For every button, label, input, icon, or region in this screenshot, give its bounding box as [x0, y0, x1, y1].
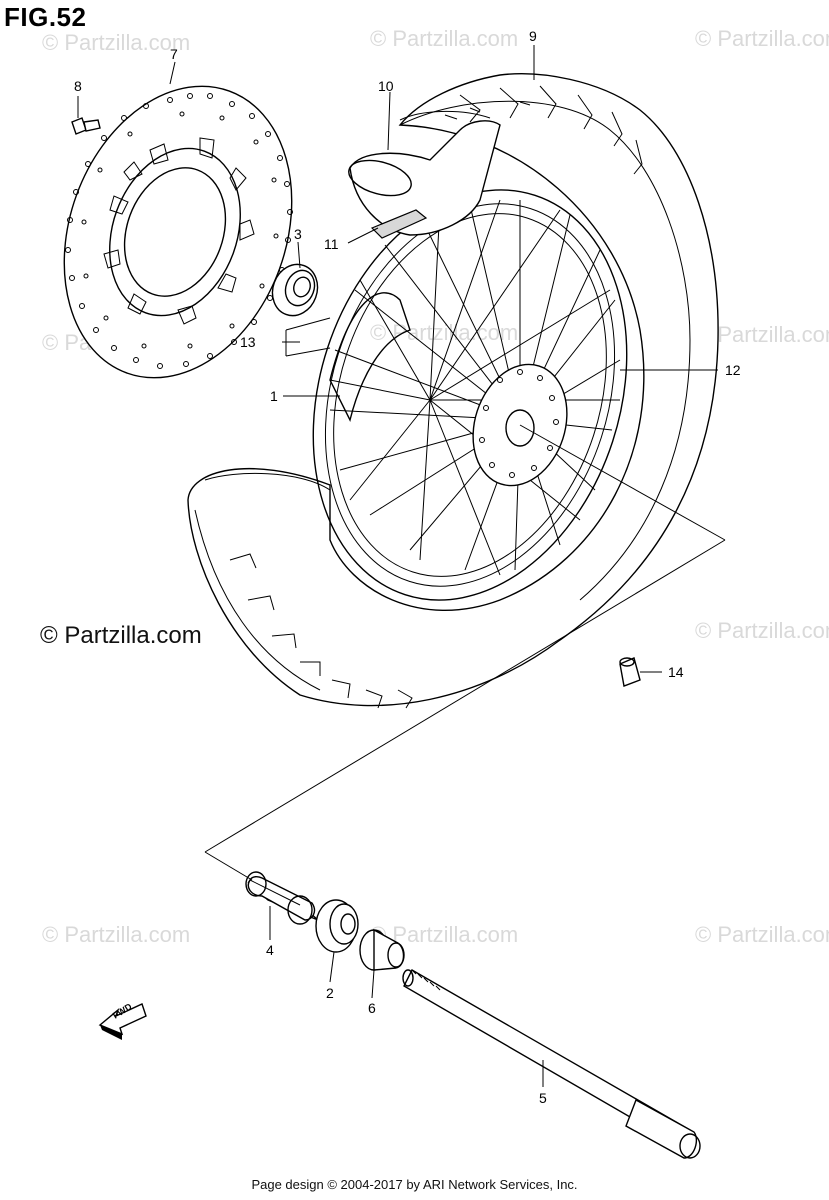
valve-cap-part-14[interactable] [619, 657, 641, 687]
tire-part-9[interactable] [187, 73, 719, 709]
spokes-part-13[interactable] [329, 199, 621, 576]
axle-part-5[interactable] [402, 969, 701, 1159]
watermark: © Partzilla.com [370, 320, 519, 345]
spacer-part-4[interactable] [245, 871, 319, 925]
callout-8[interactable]: 8 [74, 78, 82, 94]
callout-13[interactable]: 13 [240, 334, 256, 350]
bolt-part-8[interactable] [71, 117, 101, 135]
tube-part-10[interactable] [345, 111, 501, 236]
watermark: © Partzilla.com [695, 922, 829, 947]
page-footer: Page design © 2004-2017 by ARI Network S… [251, 1177, 578, 1192]
watermark: © Partzilla.com [695, 618, 829, 643]
callout-6[interactable]: 6 [368, 1000, 376, 1016]
callout-10[interactable]: 10 [378, 78, 394, 94]
figure-title: FIG.52 [4, 2, 87, 32]
bearing-part-2[interactable] [315, 899, 359, 953]
forward-direction-arrow-icon [98, 1003, 147, 1040]
callout-7[interactable]: 7 [170, 46, 178, 62]
watermark: © Partzilla.com [370, 26, 519, 51]
watermark: © Partzilla.com [695, 26, 829, 51]
leader-lines [77, 45, 726, 1087]
callout-12[interactable]: 12 [725, 362, 741, 378]
bearing-part-3[interactable] [265, 258, 324, 322]
callout-2[interactable]: 2 [326, 985, 334, 1001]
rim-band-part-11[interactable] [370, 209, 428, 239]
callout-11[interactable]: 11 [324, 236, 339, 252]
callout-5[interactable]: 5 [539, 1090, 547, 1106]
collar-part-6[interactable] [359, 928, 405, 971]
brake-disc-part-7[interactable] [25, 54, 331, 410]
callout-4[interactable]: 4 [266, 942, 274, 958]
callout-14[interactable]: 14 [668, 664, 684, 680]
callout-1[interactable]: 1 [270, 388, 278, 404]
watermark: © Partzilla.com [42, 30, 191, 55]
watermark: © Partzilla.com [42, 922, 191, 947]
callout-3[interactable]: 3 [294, 226, 302, 242]
callout-9[interactable]: 9 [529, 28, 537, 44]
copyright-notice: © Partzilla.com [40, 622, 202, 649]
